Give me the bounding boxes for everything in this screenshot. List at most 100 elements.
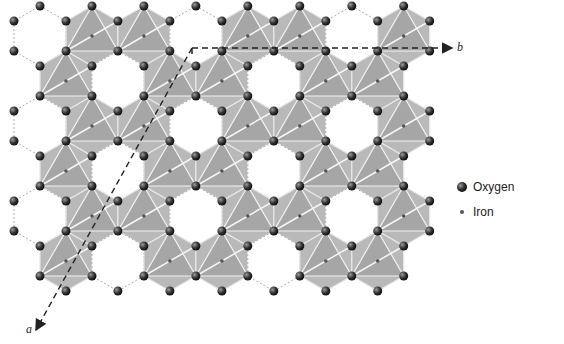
oxygen-atom	[113, 137, 122, 146]
octahedron-face	[196, 231, 248, 276]
octahedron-edge	[118, 21, 170, 51]
octahedron-edge	[274, 111, 326, 141]
iron-atom	[402, 214, 406, 218]
octahedron-edge	[222, 21, 274, 51]
oxygen-atom	[88, 92, 97, 101]
oxygen-atom	[269, 287, 278, 296]
oxygen-atom	[217, 107, 226, 116]
iron-atom	[376, 169, 380, 173]
oxygen-atom	[295, 152, 304, 161]
oxygen-atom	[373, 137, 382, 146]
iron-atom	[324, 169, 328, 173]
octahedron-edge	[118, 111, 170, 141]
octahedron-face	[118, 186, 170, 231]
oxygen-atom	[191, 242, 200, 251]
oxygen-atom	[399, 2, 408, 11]
iron-atom	[402, 34, 406, 38]
oxygen-atom	[10, 47, 19, 56]
oxygen-atom	[243, 2, 252, 11]
oxygen-sample	[456, 181, 468, 193]
iron-atom	[324, 79, 328, 83]
oxygen-atom	[373, 197, 382, 206]
iron-atom	[90, 34, 94, 38]
oxygen-atom	[243, 92, 252, 101]
octahedron-face	[378, 6, 430, 51]
iron-atom	[246, 214, 250, 218]
oxygen-atom	[321, 17, 330, 26]
octahedron-edge	[352, 246, 404, 276]
fe-octahedron	[352, 231, 404, 291]
octahedron-edge	[196, 156, 248, 186]
oxygen-atom	[191, 92, 200, 101]
oxygen-atom	[88, 152, 97, 161]
oxygen-atom	[321, 107, 330, 116]
oxygen-atom	[62, 227, 71, 236]
iron-atom	[376, 79, 380, 83]
oxygen-atom	[62, 197, 71, 206]
oxygen-atom	[191, 152, 200, 161]
legend-item: Iron	[456, 205, 494, 219]
oxygen-atom	[10, 227, 19, 236]
iron-atom	[298, 124, 302, 128]
oxygen-atom	[88, 242, 97, 251]
iron-atom	[376, 259, 380, 263]
oxygen-atom	[139, 242, 148, 251]
oxygen-atom	[36, 182, 45, 191]
octahedron-edge	[144, 246, 196, 276]
oxygen-atom	[425, 197, 434, 206]
oxygen-atom	[191, 272, 200, 281]
octahedron-face	[66, 96, 118, 141]
oxygen-atom	[10, 107, 19, 116]
oxygen-atom	[62, 47, 71, 56]
octahedron-edge	[378, 111, 430, 141]
octahedron-edge	[378, 201, 430, 231]
oxygen-atom	[191, 62, 200, 71]
oxygen-atom	[295, 2, 304, 11]
oxygen-atom	[321, 137, 330, 146]
oxygen-atom	[139, 62, 148, 71]
octahedron-edge	[300, 246, 352, 276]
oxygen-atom	[321, 197, 330, 206]
oxygen-atom	[269, 17, 278, 26]
iron-atom	[142, 34, 146, 38]
fe-octahedron	[196, 231, 248, 291]
oxygen-atom	[88, 62, 97, 71]
octahedron-face	[352, 51, 404, 96]
iron-atom	[64, 169, 68, 173]
oxygen-atom	[373, 227, 382, 236]
octahedron-face	[66, 186, 118, 231]
oxygen-atom	[425, 137, 434, 146]
oxygen-atom	[139, 152, 148, 161]
oxygen-atom	[399, 92, 408, 101]
oxygen-atom	[191, 182, 200, 191]
legend-text: Iron	[473, 205, 494, 219]
oxygen-atom	[62, 137, 71, 146]
oxygen-atom	[88, 182, 97, 191]
octahedron-edge	[40, 246, 92, 276]
iron-atom	[298, 34, 302, 38]
oxygen-atom	[36, 92, 45, 101]
oxygen-atom	[165, 137, 174, 146]
oxygen-atom	[347, 272, 356, 281]
oxygen-atom	[295, 272, 304, 281]
octahedron-edge	[352, 156, 404, 186]
iron-atom	[90, 124, 94, 128]
octahedron-face	[352, 231, 404, 276]
oxygen-atom	[269, 227, 278, 236]
vacancy-site	[248, 231, 300, 291]
octahedron-edge	[144, 156, 196, 186]
iron-atom	[220, 169, 224, 173]
iron-atom	[246, 124, 250, 128]
oxygen-atom	[139, 2, 148, 11]
oxygen-atom	[165, 107, 174, 116]
oxygen-atom	[347, 92, 356, 101]
oxygen-atom	[243, 152, 252, 161]
oxygen-atom	[321, 287, 330, 296]
oxygen-atom	[36, 152, 45, 161]
octahedron-edge	[66, 111, 118, 141]
oxygen-atom	[113, 17, 122, 26]
octahedron-face	[274, 186, 326, 231]
octahedron-face	[378, 186, 430, 231]
axis-label: a	[26, 322, 32, 337]
